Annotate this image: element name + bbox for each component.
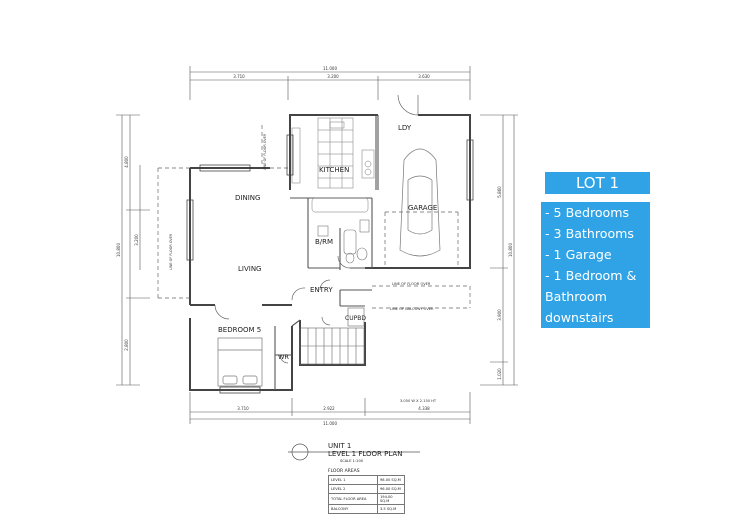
note-balcony-over: LINE OF BALCONY OVER [390,307,434,311]
right-dimension-chain [480,114,518,386]
room-label-ldy: LDY [398,124,412,132]
floor-areas-table: LEVEL 1 98.00 SQ.M LEVEL 2 96.00 SQ.M TO… [328,475,405,514]
area-value: 96.00 SQ.M [377,484,405,494]
room-label-garage: GARAGE [408,204,437,212]
kitchen-fixtures [291,117,375,213]
table-row: TOTAL FLOOR AREA 194.00 SQ.M [328,493,405,505]
dim-bottom-3: 4.338 [418,406,430,411]
area-label: TOTAL FLOOR AREA [328,493,378,505]
note-floor-over-garage: LINE OF FLOOR OVER [392,282,431,286]
lot-feature: - 1 Bedroom & [545,268,637,283]
car [399,148,441,257]
dim-top-total: 11.000 [323,66,337,71]
bottom-dimension-chain [189,392,471,424]
dim-top-1: 3.710 [233,74,245,79]
lot-features-list: - 5 Bedrooms - 3 Bathrooms - 1 Garage - … [541,202,650,328]
stairs [299,307,365,365]
note-garage-door: 3.050 W X 2.150 HT [400,399,437,403]
lot-feature: - 3 Bathrooms [545,226,634,241]
overhead-lines [157,125,471,309]
room-label-cupbd: CUPBD [345,315,366,322]
area-label: LEVEL 1 [328,475,378,485]
bathroom-fixtures [317,219,370,264]
dim-left-2: 3.200 [134,234,139,246]
lot-feature: downstairs [545,310,614,325]
bed [217,337,263,387]
dim-top-2: 3.200 [327,74,339,79]
dim-top-3: 3.630 [418,74,430,79]
dim-right-1: 5.860 [497,186,502,198]
title-unit: UNIT 1 [328,442,351,450]
dim-left-total: 10.800 [116,243,121,257]
dim-bottom-total: 11.000 [323,421,337,426]
title-scale: SCALE 1:100 [340,459,364,463]
left-dimension-chain [116,114,150,386]
table-row: LEVEL 1 98.00 SQ.M [328,475,405,485]
areas-heading: FLOOR AREAS [328,468,360,474]
dim-left-1: 4.800 [124,156,129,168]
room-label-dining: DINING [235,194,260,202]
dim-right-3: 1.020 [497,368,502,380]
dim-left-3: 2.800 [124,339,129,351]
exterior-walls [189,114,471,391]
table-row: BALCONY 3.5 SQ.M [328,504,405,514]
area-value: 3.5 SQ.M [377,504,405,514]
room-label-kitchen: KITCHEN [319,166,349,174]
lot-feature: Bathroom [545,289,607,304]
area-value: 194.00 SQ.M [377,493,405,505]
dim-bottom-1: 3.710 [237,406,249,411]
area-label: BALCONY [328,504,378,514]
area-label: LEVEL 2 [328,484,378,494]
room-label-brm: B/RM [315,238,333,246]
dim-bottom-2: 2.922 [323,406,335,411]
windows [186,134,474,394]
table-row: LEVEL 2 96.00 SQ.M [328,484,405,494]
room-label-bedroom5: BEDROOM 5 [218,326,261,334]
note-floor-over-vertical-2: LINE OF FLOOR OVER [169,233,173,270]
dim-right-2: 3.900 [497,309,502,321]
dim-right-total: 10.800 [508,243,513,257]
title-marker [288,443,420,461]
doors [214,94,419,364]
note-floor-over-vertical-1: LINE OF FLOOR OVER [263,133,267,170]
lot-feature: - 5 Bedrooms [545,205,630,220]
room-label-wr: WR [278,353,289,361]
title-plan: LEVEL 1 FLOOR PLAN [328,450,402,458]
lot-title: LOT 1 [545,172,650,194]
area-value: 98.00 SQ.M [377,475,405,485]
top-dimension-chain [189,66,471,100]
lot-feature: - 1 Garage [545,247,612,262]
room-label-living: LIVING [238,265,261,273]
interior-walls [274,115,379,390]
room-label-entry: ENTRY [310,286,333,294]
